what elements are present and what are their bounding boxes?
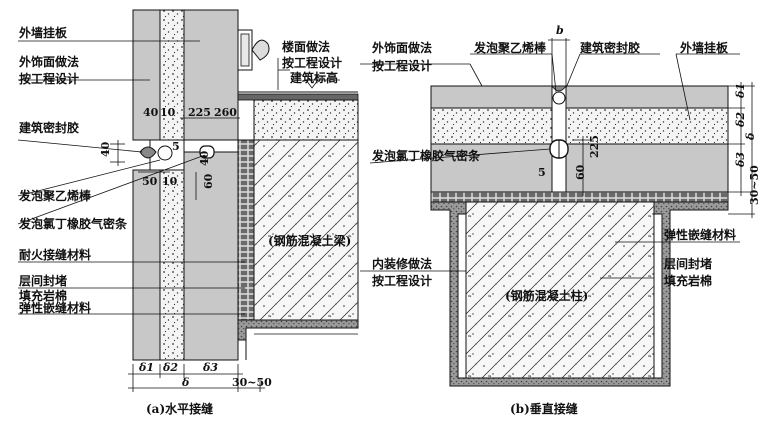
panel-a-fire-joint [237,139,255,321]
label-a-sealant: 建筑密封胶 [18,120,79,135]
label-a-beam: (钢筋混凝土梁) [268,233,351,248]
label-a-floor-line2: 按工程设计 [282,55,342,70]
panel-a-beam [253,139,359,321]
dim-b-delta: δ [744,133,757,141]
panel-b-column [465,201,655,379]
panel-a-lower-layer1 [132,169,161,361]
label-a-exterior-panel: 外墙挂板 [19,25,68,40]
label-b-sealant: 建筑密封胶 [579,40,640,55]
dim-a-40b: 40 [198,150,211,166]
dim-a-40v: 40 [99,141,112,157]
dim-a-delta1: δ1 [138,361,154,374]
dim-a-10a: 10 [160,106,176,119]
panel-b-pe-rod [552,91,566,105]
dim-a-225: 225 [188,106,211,119]
dim-a-delta3: δ3 [202,361,218,374]
panel-b-layer3 [430,143,729,193]
panel-a-upper-layer3 [183,9,239,141]
dim-b-delta1: δ1 [734,83,747,99]
panel-a-lower-insulation [159,169,185,361]
label-b-fire-stop-line1: 层间封堵 [664,256,712,271]
label-b-interior-line1: 内装修做法 [372,256,432,271]
dim-b-225: 225 [588,135,601,158]
label-b-finish-line2: 按工程设计 [372,58,432,73]
panel-a-neoprene-strip [199,145,215,159]
label-a-floor-line1: 楼面做法 [282,39,330,54]
dim-b-gap: 30~50 [748,165,761,205]
panel-a-upper-layer1 [132,9,161,141]
label-b-elastic-joint: 弹性嵌缝材料 [664,227,736,242]
dim-b-b: b [556,24,564,37]
caption-b: (b)垂直接缝 [510,401,578,416]
panel-a-pe-rod [157,145,173,161]
dim-a-60: 60 [202,173,215,189]
label-b-interior-line2: 按工程设计 [372,273,432,288]
label-a-fire-stop-line2: 填充岩棉 [19,288,67,303]
dim-a-5: 5 [172,140,180,153]
dim-b-delta2: δ2 [734,112,747,128]
label-b-column: (钢筋混凝土柱) [505,288,588,303]
dim-b-60: 60 [574,164,587,180]
label-b-exterior-panel: 外墙挂板 [680,40,729,55]
panel-a-lower-layer3 [183,151,239,361]
dim-a-delta: δ [181,376,189,389]
label-b-neoprene: 发泡氯丁橡胶气密条 [371,148,481,163]
dim-a-delta2: δ2 [162,361,178,374]
panel-b-insulation [430,107,729,145]
label-a-pe-rod: 发泡聚乙烯棒 [18,188,92,203]
label-a-finish-level: 建筑标高 [289,70,338,85]
panel-a-horizontal-joint: 外墙挂板 外饰面做法 按工程设计 建筑密封胶 发泡聚乙烯棒 发泡氯丁橡胶气密条 … [17,9,359,416]
panel-b-vertical-joint: 外饰面做法 按工程设计 发泡聚乙烯棒 建筑密封胶 外墙挂板 发泡氯丁橡胶气密条 … [360,24,761,416]
label-a-finish-line2: 按工程设计 [19,71,79,86]
panel-a-sealant [139,146,157,159]
label-a-elastic-joint: 弹性嵌缝材料 [19,300,91,315]
panel-a-upper-insulation [159,9,185,141]
dim-a-50: 50 [142,175,158,188]
label-b-pe-rod: 发泡聚乙烯棒 [473,40,547,55]
label-a-fire-stop-line1: 层间封堵 [19,273,67,288]
label-a-neoprene: 发泡氯丁橡胶气密条 [18,216,128,231]
dim-a-260: 260 [214,106,237,119]
dim-a-10b: 10 [162,175,178,188]
dim-a-40a: 40 [143,106,159,119]
caption-a: (a)水平接缝 [146,401,213,416]
label-b-finish-line1: 外饰面做法 [372,40,432,55]
label-a-fire-joint: 耐火接缝材料 [19,247,91,262]
panel-a-floor-slab [253,99,359,141]
label-b-fire-stop-line2: 填充岩棉 [664,273,712,288]
label-a-finish-line1: 外饰面做法 [19,54,79,69]
dim-b-5: 5 [538,166,546,179]
dim-a-gap: 30~50 [232,376,272,389]
panel-b-fire-stop [430,191,729,203]
dim-b-delta3: δ3 [734,152,747,168]
